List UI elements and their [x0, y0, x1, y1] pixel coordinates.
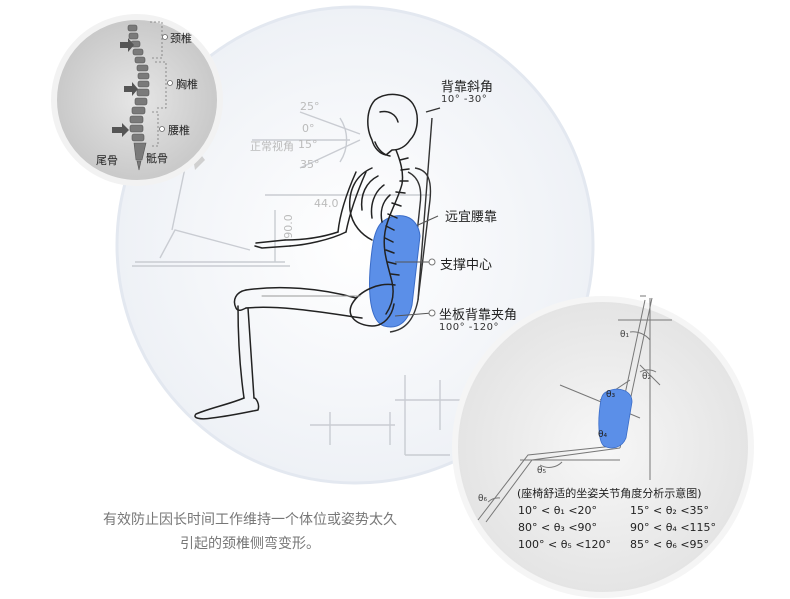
range-theta-6: 85° < θ₆ <95°	[630, 538, 710, 551]
faint-angle-15: 15°	[298, 138, 318, 151]
caption-line-2: 引起的颈椎侧弯变形。	[180, 536, 320, 552]
faint-normal-view: 正常视角	[250, 140, 294, 153]
inset-theta-2: θ₂	[642, 372, 652, 382]
faint-angle-0: 0°	[302, 122, 315, 135]
faint-angle-35: 35°	[300, 158, 320, 171]
range-theta-1: 10° < θ₁ <20°	[518, 504, 598, 517]
inset-theta-3: θ₃	[606, 390, 616, 400]
range-theta-4: 90° < θ₄ <115°	[630, 521, 717, 534]
spine-label-cervical: 颈椎	[170, 32, 192, 45]
inset-theta-6: θ₆	[478, 494, 488, 504]
spine-label-thoracic: 胸椎	[176, 78, 198, 91]
back-angle-range: 10° -30°	[441, 94, 488, 105]
back-angle-title: 背靠斜角	[441, 80, 494, 95]
faint-angle-25: 25°	[300, 100, 320, 113]
inset-theta-5: θ₅	[537, 466, 547, 476]
range-theta-2: 15° < θ₂ <35°	[630, 504, 710, 517]
range-theta-3: 80° < θ₃ <90°	[518, 521, 598, 534]
spine-label-sacrum: 骶骨	[146, 152, 168, 165]
support-center-label: 支撑中心	[440, 258, 493, 273]
spine-inset	[51, 14, 223, 186]
faint-background-drawing	[132, 111, 460, 456]
leader-lines	[394, 215, 439, 317]
seat-back-angle-title: 坐板背靠夹角	[439, 308, 518, 323]
skeleton-figure	[194, 93, 418, 420]
caption: 有效防止因长时间工作维持一个体位或姿势太久 引起的颈椎侧弯变形。	[60, 508, 440, 556]
lumbar-cushion	[369, 215, 421, 328]
seat-back-angle-range: 100° -120°	[439, 322, 499, 333]
lumbar-label: 远宜腰靠	[445, 210, 498, 225]
joint-angle-inset	[452, 295, 754, 598]
caption-line-1: 有效防止因长时间工作维持一个体位或姿势太久	[103, 512, 397, 528]
chair	[389, 107, 441, 333]
spine-label-coccyx: 尾骨	[96, 154, 118, 167]
inset-theta-1: θ₁	[620, 330, 630, 340]
faint-dim-44: 44.0	[314, 197, 339, 210]
faint-dim-90: 90.0	[281, 214, 295, 239]
range-theta-5: 100° < θ₅ <120°	[518, 538, 612, 551]
spine-label-lumbar: 腰椎	[168, 124, 190, 137]
main-circle	[115, 5, 595, 485]
inset-theta-4: θ₄	[598, 430, 608, 440]
inset-title: (座椅舒适的坐姿关节角度分析示意图)	[517, 487, 702, 500]
